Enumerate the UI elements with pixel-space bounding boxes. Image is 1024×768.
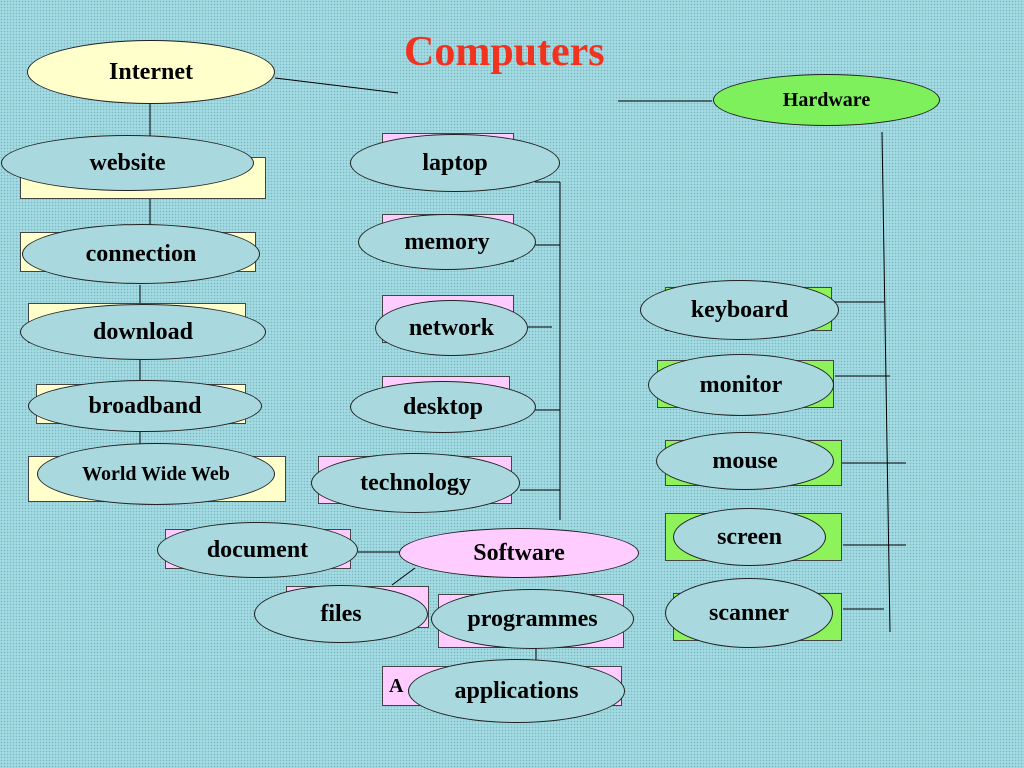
word-laptop: laptop [350, 134, 560, 192]
word-memory: memory [358, 214, 536, 270]
word-connection: connection [22, 224, 260, 284]
word-programmes: programmes [431, 589, 634, 649]
hardware-node: Hardware [713, 74, 940, 126]
word-screen: screen [673, 508, 826, 566]
page-title: Computers [404, 29, 605, 75]
software-node: Software [399, 528, 639, 578]
word-monitor: monitor [648, 354, 834, 416]
word-files: files [254, 585, 428, 643]
word-network: network [375, 300, 528, 356]
box-fragment-letter: A [389, 675, 404, 697]
word-applications: applications [408, 659, 625, 723]
word-scanner: scanner [665, 578, 833, 648]
word-mouse: mouse [656, 432, 834, 490]
word-desktop: desktop [350, 381, 536, 433]
word-keyboard: keyboard [640, 280, 839, 340]
word-broadband: broadband [28, 380, 262, 432]
word-download: download [20, 304, 266, 360]
internet-node: Internet [27, 40, 275, 104]
word-document: document [157, 522, 358, 578]
word-technology: technology [311, 453, 520, 513]
word-world-wide-web: World Wide Web [37, 443, 275, 505]
word-website: website [1, 135, 254, 191]
